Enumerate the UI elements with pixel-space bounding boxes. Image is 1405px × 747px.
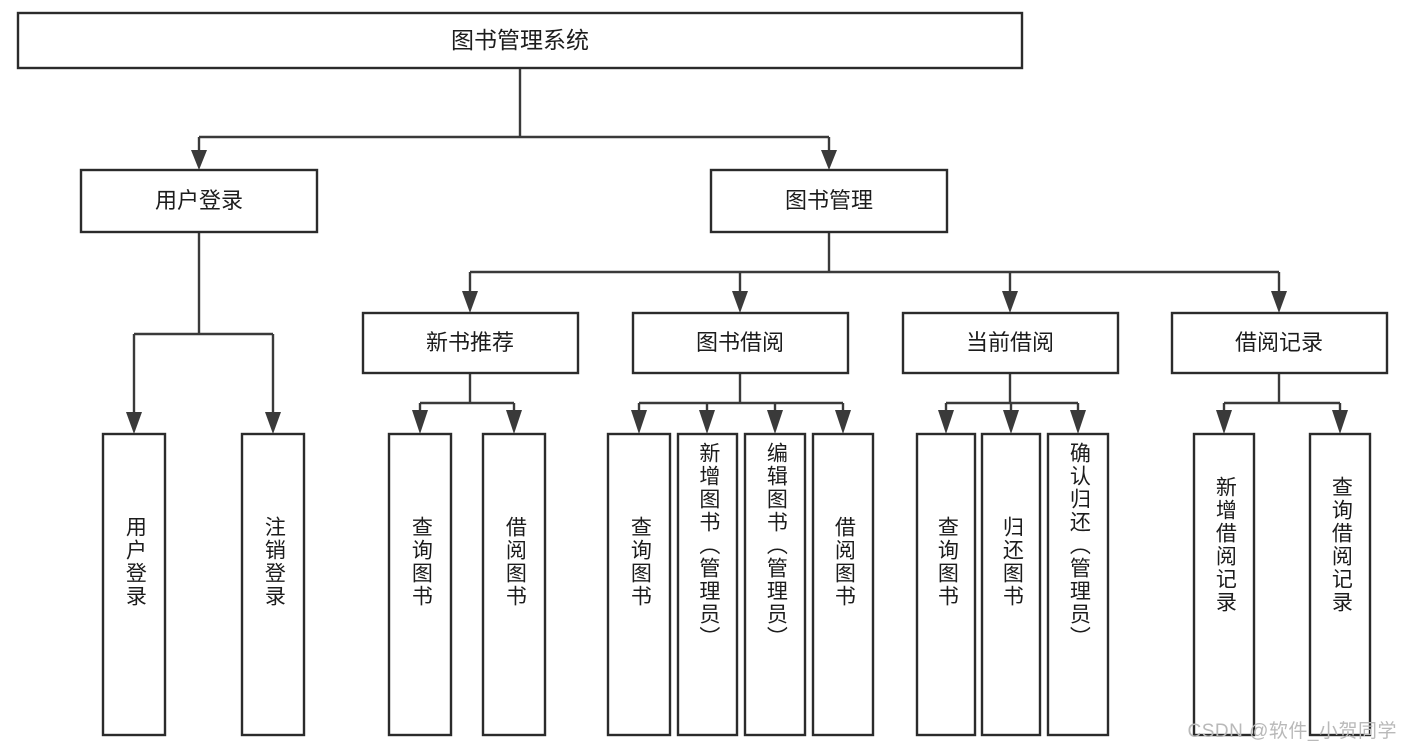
leaf-borrow-book-2-box[interactable] [811, 432, 875, 737]
node-user-login-box[interactable] [79, 168, 319, 234]
arrow-head-icon [821, 150, 837, 170]
leaf-user-login-box[interactable] [101, 432, 167, 737]
leaf-edit-book-box[interactable] [743, 432, 807, 737]
node-book-manage-label: 图书管理 [785, 188, 873, 213]
arrow-head-icon [699, 410, 715, 434]
node-new-book-rec-label: 新书推荐 [426, 330, 514, 355]
arrow-head-icon [191, 150, 207, 170]
node-new-book-rec[interactable]: 新书推荐 [361, 311, 580, 375]
node-book-manage[interactable]: 图书管理 [709, 168, 949, 234]
leaf-query-book-2-box[interactable] [606, 432, 672, 737]
arrow-head-icon [1002, 291, 1018, 313]
node-current-borrow-label: 当前借阅 [966, 330, 1054, 355]
leaf-logout-box[interactable] [240, 432, 306, 737]
arrow-head-icon [732, 291, 748, 313]
arrow-head-icon [265, 412, 281, 434]
arrow-head-icon [938, 410, 954, 434]
arrow-head-icon [506, 410, 522, 434]
leaf-box-layer [101, 432, 1372, 737]
node-new-book-rec-box[interactable] [361, 311, 580, 375]
arrow-head-icon [412, 410, 428, 434]
node-book-borrow-label: 图书借阅 [696, 330, 784, 355]
leaf-query-book-1-box[interactable] [387, 432, 453, 737]
leaf-query-book-3-box[interactable] [915, 432, 977, 737]
node-book-borrow[interactable]: 图书借阅 [631, 311, 850, 375]
node-borrow-record-box[interactable] [1170, 311, 1389, 375]
node-current-borrow[interactable]: 当前借阅 [901, 311, 1120, 375]
node-root-box[interactable] [16, 11, 1024, 70]
leaf-add-book-box[interactable] [676, 432, 739, 737]
node-current-borrow-box[interactable] [901, 311, 1120, 375]
leaf-return-book-box[interactable] [980, 432, 1042, 737]
arrow-head-icon [1216, 410, 1232, 434]
leaf-borrow-book-1-box[interactable] [481, 432, 547, 737]
arrow-head-icon [126, 412, 142, 434]
arrow-head-icon [1070, 410, 1086, 434]
node-root[interactable]: 图书管理系统 [16, 11, 1024, 70]
node-user-login[interactable]: 用户登录 [79, 168, 319, 234]
node-borrow-record-label: 借阅记录 [1235, 330, 1323, 355]
arrow-head-icon [462, 291, 478, 313]
node-borrow-record[interactable]: 借阅记录 [1170, 311, 1389, 375]
leaf-confirm-return-box[interactable] [1046, 432, 1110, 737]
node-user-login-label: 用户登录 [155, 188, 243, 213]
node-root-label: 图书管理系统 [451, 27, 589, 53]
leaf-query-record-box[interactable] [1308, 432, 1372, 737]
node-book-borrow-box[interactable] [631, 311, 850, 375]
arrow-head-icon [1271, 291, 1287, 313]
arrow-head-icon [767, 410, 783, 434]
node-book-manage-box[interactable] [709, 168, 949, 234]
connector-layer [126, 68, 1348, 434]
arrow-head-icon [631, 410, 647, 434]
arrow-head-icon [1332, 410, 1348, 434]
arrow-head-icon [1003, 410, 1019, 434]
arrow-head-icon [835, 410, 851, 434]
leaf-add-record-box[interactable] [1192, 432, 1256, 737]
